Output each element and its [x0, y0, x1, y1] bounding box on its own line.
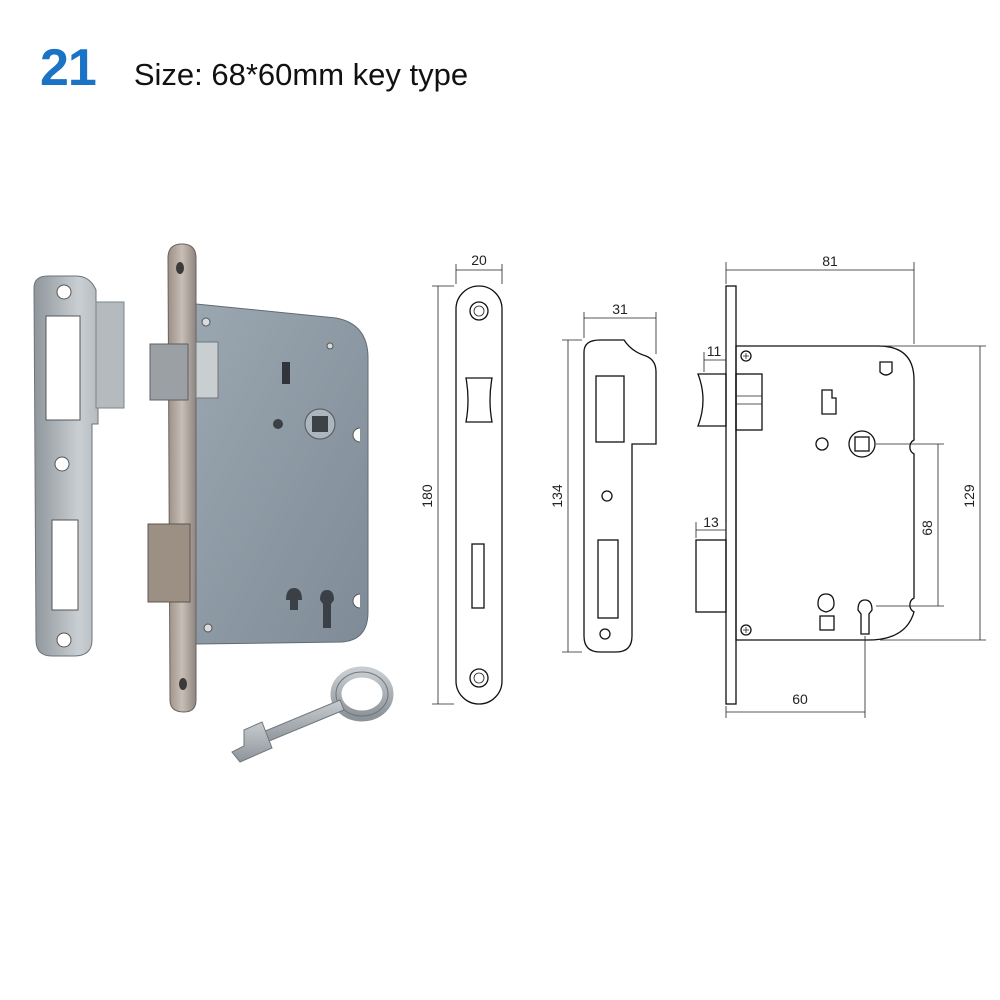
backset-label: 60	[792, 691, 808, 707]
model-number: 21	[40, 39, 97, 97]
strike-plate-photo	[33, 275, 125, 657]
faceplate-width-label: 20	[471, 252, 487, 268]
key-photo	[231, 666, 394, 763]
strike-width-label: 31	[612, 301, 628, 317]
faceplate-drawing	[432, 264, 503, 705]
center-distance-label: 68	[919, 520, 935, 536]
strike-length-label: 134	[549, 484, 565, 508]
product-title: Size: 68*60mm key type	[133, 57, 469, 92]
strike-drawing	[562, 312, 657, 653]
lock-body-photo	[147, 243, 369, 713]
bolt-projection-label: 13	[703, 514, 719, 530]
body-width-label: 81	[822, 253, 838, 269]
faceplate-length-label: 180	[419, 484, 435, 508]
lock-body-drawing	[695, 262, 986, 718]
body-height-label: 129	[961, 484, 977, 508]
header: 21 Size: 68*60mm key type	[40, 38, 468, 102]
latch-projection-label: 11	[707, 343, 722, 359]
